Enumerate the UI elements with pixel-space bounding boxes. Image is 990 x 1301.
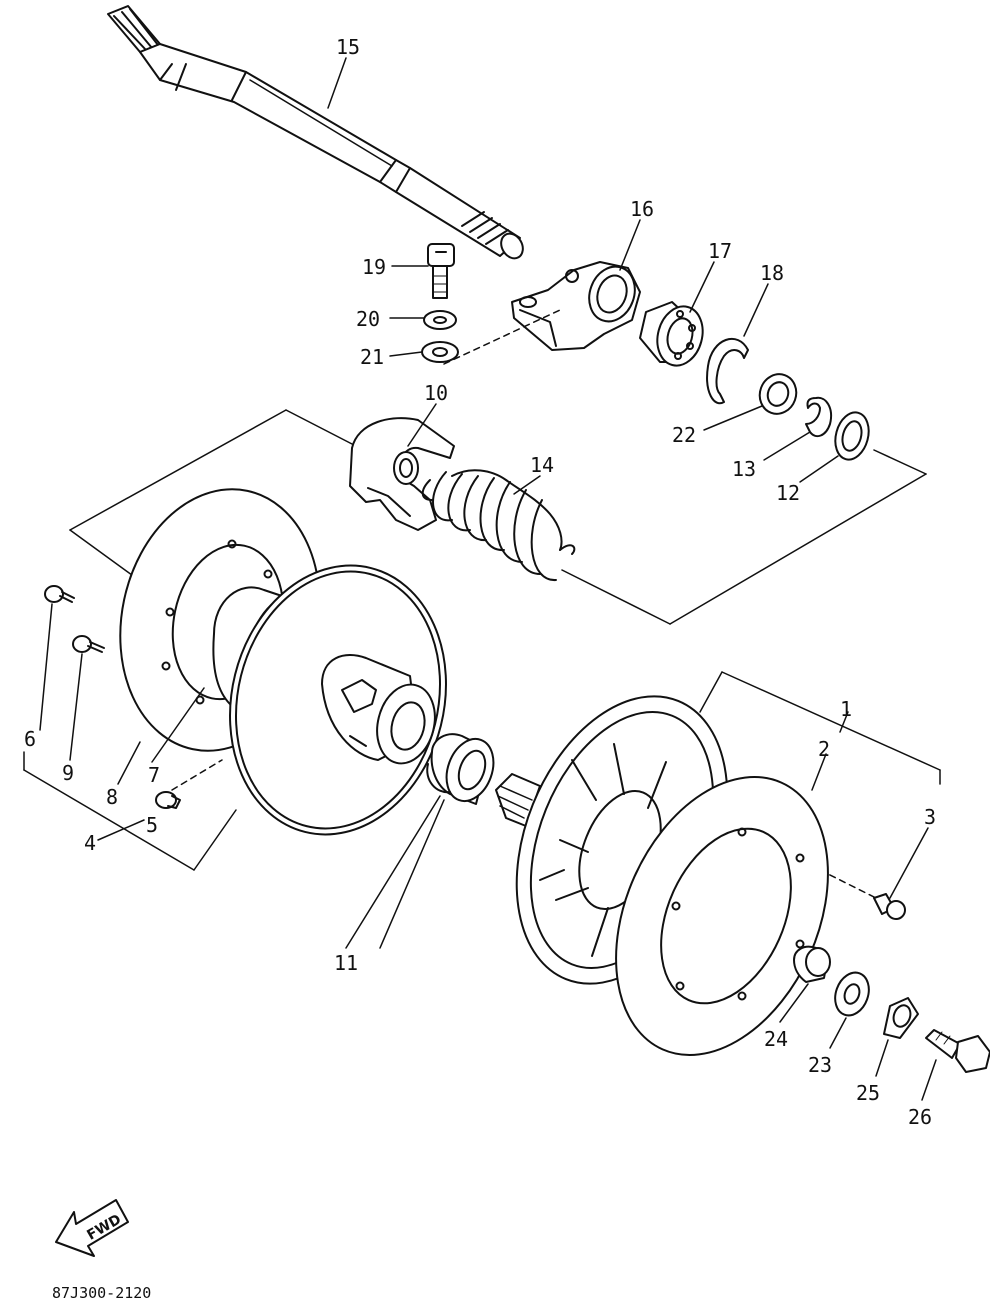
bolt-26 [925,1029,990,1073]
label-26: 26 [908,1105,932,1129]
label-2: 2 [818,737,830,761]
label-15: 15 [336,35,360,59]
circlip-18 [706,338,749,405]
label-9: 9 [62,761,74,785]
assembly-bracket-lines [23,309,941,899]
label-25: 25 [856,1081,880,1105]
label-8: 8 [106,785,118,809]
leader-lines [39,57,937,1101]
spring-14 [421,469,576,582]
weight-10 [349,417,455,531]
label-12: 12 [776,481,800,505]
movable-sheave-4 [229,564,447,836]
label-20: 20 [356,307,380,331]
label-3: 3 [924,805,936,829]
label-10: 10 [424,381,448,405]
label-14: 14 [530,453,554,477]
washer-21 [421,341,459,363]
label-6: 6 [24,727,36,751]
bolt-19 [427,243,455,299]
bolt-3 [873,893,906,920]
screw-9 [72,635,105,653]
clip-13 [805,396,832,438]
label-11: 11 [334,951,358,975]
washer-12 [834,411,870,461]
lock-washer-20 [423,310,457,330]
slider-11 [426,733,495,805]
reference-code: 87J300-2120 [52,1284,151,1301]
washer-23 [834,971,870,1017]
label-22: 22 [672,423,696,447]
pin-5 [155,791,181,809]
label-21: 21 [360,345,384,369]
fixed-plate-2 [615,776,829,1056]
label-1: 1 [840,697,852,721]
label-17: 17 [708,239,732,263]
screw-6 [44,585,75,603]
label-4: 4 [84,831,96,855]
part-number-labels: 1 2 3 4 5 6 7 8 9 10 11 12 13 14 15 16 1… [24,35,936,1129]
label-23: 23 [808,1053,832,1077]
label-18: 18 [760,261,784,285]
washer-22 [758,373,798,415]
label-19: 19 [362,255,386,279]
label-7: 7 [148,763,160,787]
bearing-housing-16 [511,261,641,351]
label-5: 5 [146,813,158,837]
drive-shaft [107,5,524,260]
forward-arrow-icon: FWD [55,1199,129,1257]
washer-25 [883,997,919,1039]
label-16: 16 [630,197,654,221]
label-24: 24 [764,1027,788,1051]
label-13: 13 [732,457,756,481]
collar-24 [793,945,831,983]
bearing-17 [639,301,704,367]
